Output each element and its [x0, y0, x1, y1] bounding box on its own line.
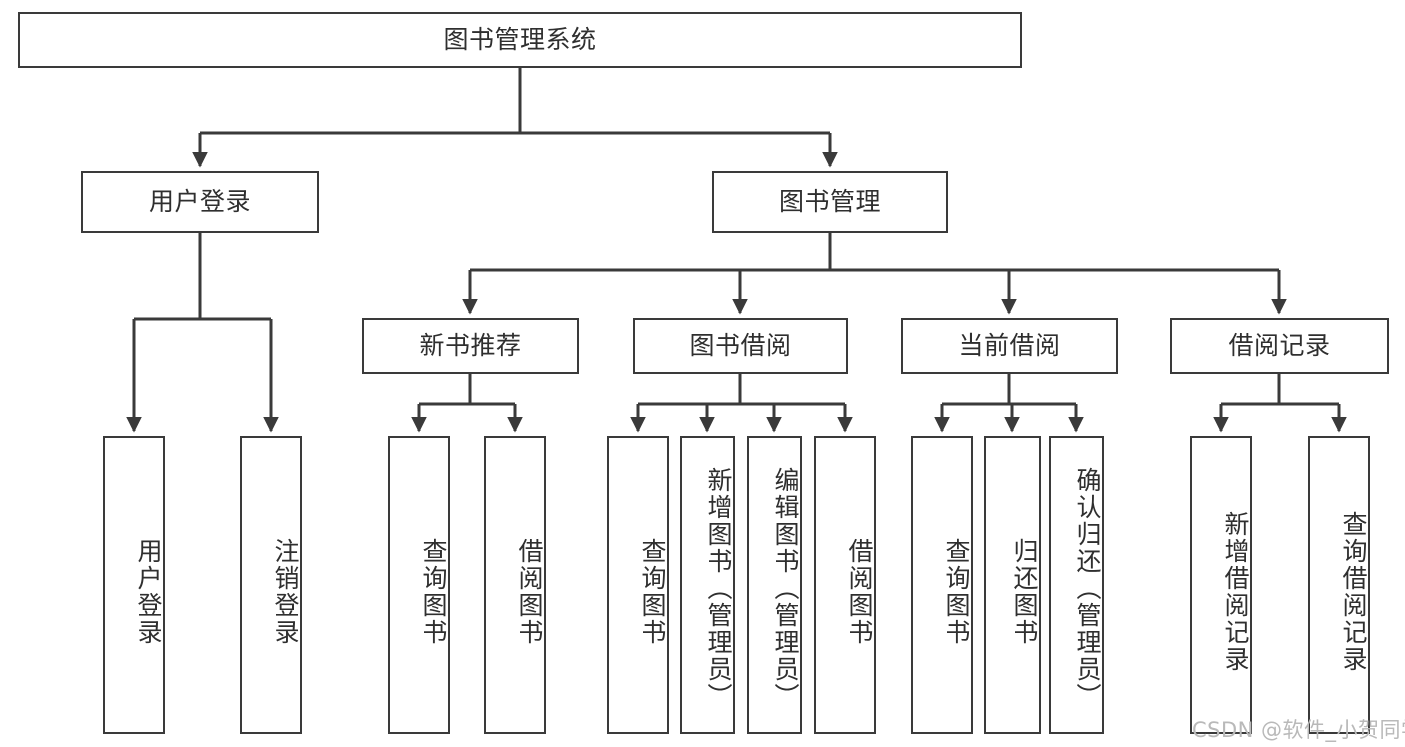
node-leaf-query-borrow-record[interactable]: 查询借阅记录 — [1308, 436, 1370, 734]
node-current-borrow[interactable]: 当前借阅 — [901, 318, 1118, 374]
node-leaf-query-book-nbr[interactable]: 查询图书 — [388, 436, 450, 734]
node-leaf-query-book-bb[interactable]: 查询图书 — [607, 436, 669, 734]
node-leaf-edit-book-admin[interactable]: 编辑图书（管理员） — [747, 436, 802, 734]
node-new-book-recommend[interactable]: 新书推荐 — [362, 318, 579, 374]
node-leaf-borrow-book-nbr[interactable]: 借阅图书 — [484, 436, 546, 734]
node-leaf-add-book-admin[interactable]: 新增图书（管理员） — [680, 436, 735, 734]
node-leaf-borrow-book-bb[interactable]: 借阅图书 — [814, 436, 876, 734]
node-leaf-user-login[interactable]: 用户登录 — [103, 436, 165, 734]
node-root-system[interactable]: 图书管理系统 — [18, 12, 1022, 68]
node-leaf-query-book-cb[interactable]: 查询图书 — [911, 436, 973, 734]
node-leaf-add-borrow-record[interactable]: 新增借阅记录 — [1190, 436, 1252, 734]
node-leaf-return-book[interactable]: 归还图书 — [984, 436, 1041, 734]
csdn-watermark: CSDN @软件_小贺同学 — [1192, 718, 1405, 742]
node-book-borrow[interactable]: 图书借阅 — [633, 318, 848, 374]
node-book-management[interactable]: 图书管理 — [712, 171, 948, 233]
node-leaf-confirm-return-admin[interactable]: 确认归还（管理员） — [1049, 436, 1104, 734]
node-leaf-logout[interactable]: 注销登录 — [240, 436, 302, 734]
node-user-login[interactable]: 用户登录 — [81, 171, 319, 233]
node-borrow-record[interactable]: 借阅记录 — [1170, 318, 1389, 374]
